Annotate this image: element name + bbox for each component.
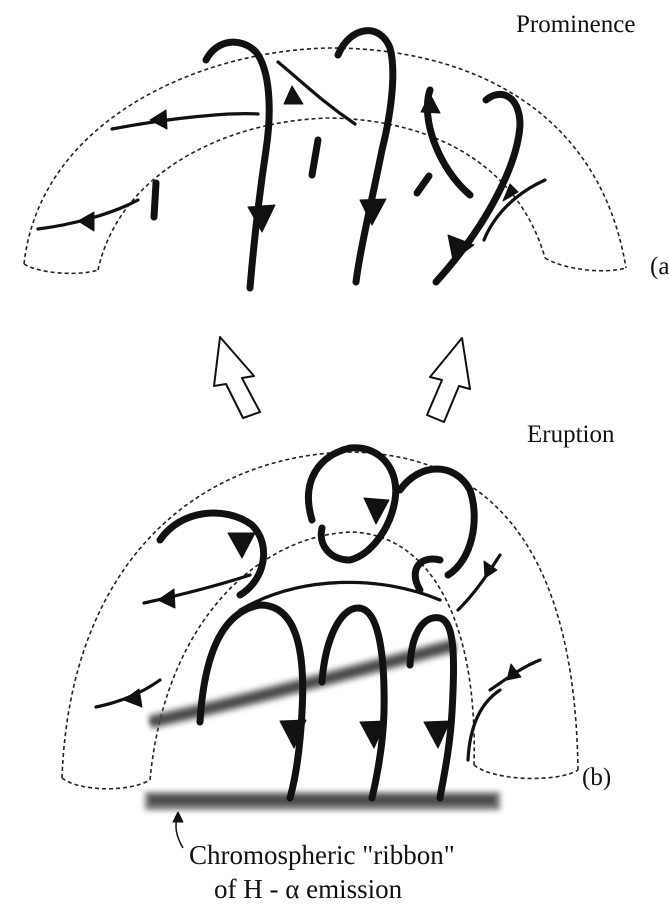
arrowhead (158, 589, 175, 608)
plasmoid-loop-1 (160, 513, 264, 595)
ribbon-caption-line2: of H - α emission (214, 874, 403, 904)
arrowhead (364, 498, 389, 524)
arrowhead (173, 812, 183, 822)
field-stub-a2 (312, 140, 318, 175)
arrowhead (124, 689, 142, 707)
field-line-a2 (112, 114, 258, 129)
arcade-foot-left-b (62, 778, 150, 789)
panel-a-label: (a (650, 253, 669, 280)
post-loop-2 (322, 608, 384, 798)
arcade-outline-a (24, 48, 626, 268)
arcade-foot-right-a (545, 258, 626, 271)
prominence-line-a1 (206, 42, 269, 288)
plasmoid-loop-4 (415, 559, 440, 590)
prominence-line-a3 (436, 94, 520, 282)
arrowhead (78, 212, 94, 231)
arrowhead (421, 94, 440, 113)
arcade-outline-b (62, 452, 578, 778)
arrowhead (228, 533, 255, 558)
arrowhead (284, 86, 303, 104)
eruption-label: Eruption (527, 421, 615, 448)
arrowhead (150, 110, 167, 129)
prominence-label: Prominence (516, 11, 635, 38)
panel-b-label: (b) (582, 764, 611, 791)
field-stub-a1 (154, 183, 156, 217)
arcade-foot-right-b (474, 765, 578, 778)
panel-b: Eruption (b) Chromospheric "ribbon" of H… (62, 421, 615, 904)
up-arrow-left (214, 337, 260, 418)
arrowhead (248, 205, 275, 232)
field-stub-a3 (417, 176, 429, 193)
prominence-line-a2 (338, 31, 393, 282)
field-line-b2 (96, 680, 160, 707)
transition-arrows (214, 337, 470, 422)
ribbon-caption-line1: Chromospheric "ribbon" (189, 840, 455, 870)
arcade-inner-a (98, 118, 545, 270)
arcade-foot-left-a (24, 264, 98, 273)
up-arrow-right (427, 338, 470, 422)
panel-a: Prominence (a (24, 11, 669, 288)
